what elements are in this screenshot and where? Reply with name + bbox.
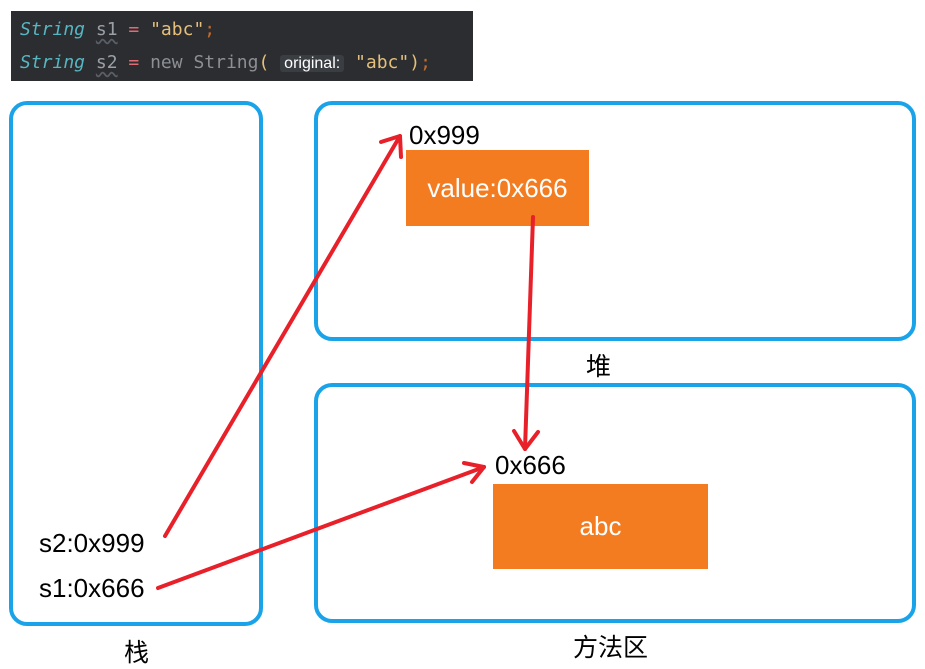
arrow-s1-to-method-area (156, 461, 486, 590)
code-semicolon: ; (204, 19, 216, 40)
arrow-s2-to-heap (163, 134, 403, 538)
stack-s2-label: s2:0x999 (39, 528, 145, 558)
stack-region (9, 101, 263, 626)
code-type: String (20, 19, 86, 40)
heap-address-label: 0x999 (409, 120, 480, 150)
code-paren: ) (409, 52, 421, 73)
heap-region (314, 101, 916, 341)
stack-label: 栈 (124, 639, 150, 667)
string-object-box: value:0x666 (406, 150, 589, 226)
code-paren: ( (258, 52, 270, 73)
code-type: String (20, 52, 86, 73)
arrow-value-to-method-area (512, 215, 540, 451)
code-keyword-new: new (150, 52, 183, 73)
heap-label: 堆 (586, 353, 612, 381)
code-line-1: String s1 = "abc"; (20, 19, 215, 40)
stack-s1-label: s1:0x666 (39, 573, 145, 603)
code-line-2: String s2 = new String( original: "abc")… (20, 52, 431, 73)
code-operator: = (128, 52, 140, 73)
string-literal-box: abc (493, 484, 708, 569)
parameter-hint: original: (280, 55, 345, 72)
code-variable: s2 (95, 52, 118, 73)
code-string: "abc" (150, 19, 205, 40)
code-operator: = (128, 19, 140, 40)
method-area-region (314, 383, 916, 623)
method-area-label: 方法区 (573, 634, 649, 662)
code-class: String (193, 52, 259, 73)
code-semicolon: ; (420, 52, 431, 73)
code-variable: s1 (95, 19, 118, 40)
method-area-address-label: 0x666 (495, 450, 566, 480)
code-snippet: String s1 = "abc"; String s2 = new Strin… (11, 11, 473, 81)
code-string: "abc" (355, 52, 410, 73)
